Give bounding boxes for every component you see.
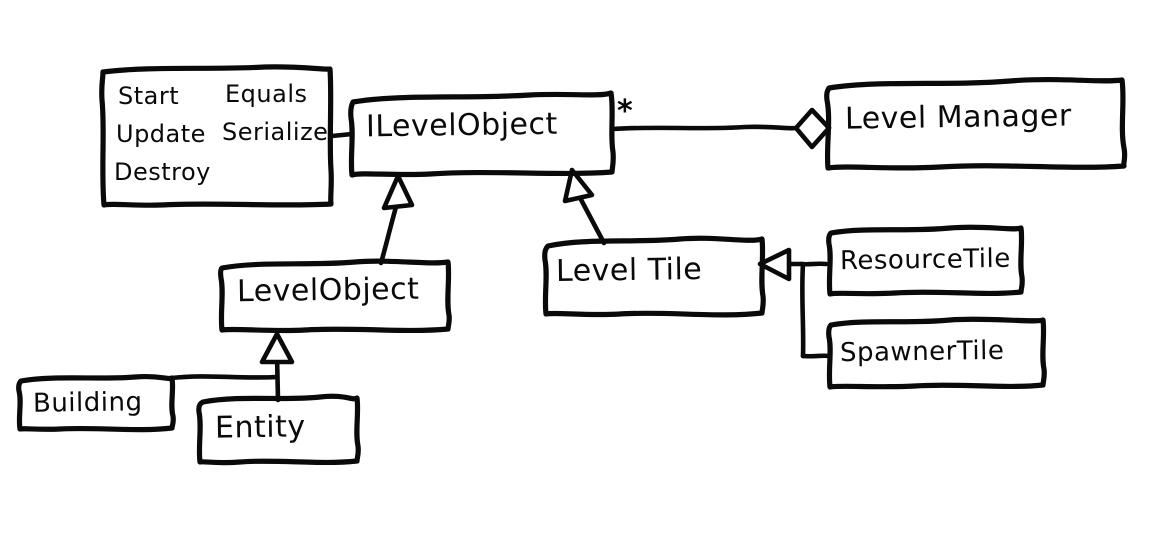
- generalization-triangle-levelobject-children: [259, 331, 295, 365]
- ilevelobject-box: [348, 90, 616, 178]
- generalization-triangle-leveltile-children: [757, 247, 792, 282]
- generalization-triangle-levelobject: [381, 173, 415, 211]
- link-tiles-vertical: [800, 261, 806, 359]
- levelobject-box: [217, 258, 452, 334]
- spawnertile-box: [826, 316, 1047, 390]
- link-building-branch: [169, 374, 280, 381]
- generalization-triangle-leveltile: [562, 167, 595, 204]
- resourcetile-box: [826, 224, 1025, 297]
- leveltile-box: [542, 235, 766, 318]
- aggregation-diamond: [793, 107, 832, 150]
- link-spawnertile-branch: [800, 353, 832, 359]
- entity-box: [196, 393, 361, 466]
- levelmanager-box: [824, 76, 1128, 171]
- link-note-to-ilevelobject: [329, 131, 355, 139]
- building-box: [16, 373, 176, 433]
- methods-note-box: [99, 64, 334, 208]
- link-ilevelobject-to-levelmanager: [610, 124, 799, 132]
